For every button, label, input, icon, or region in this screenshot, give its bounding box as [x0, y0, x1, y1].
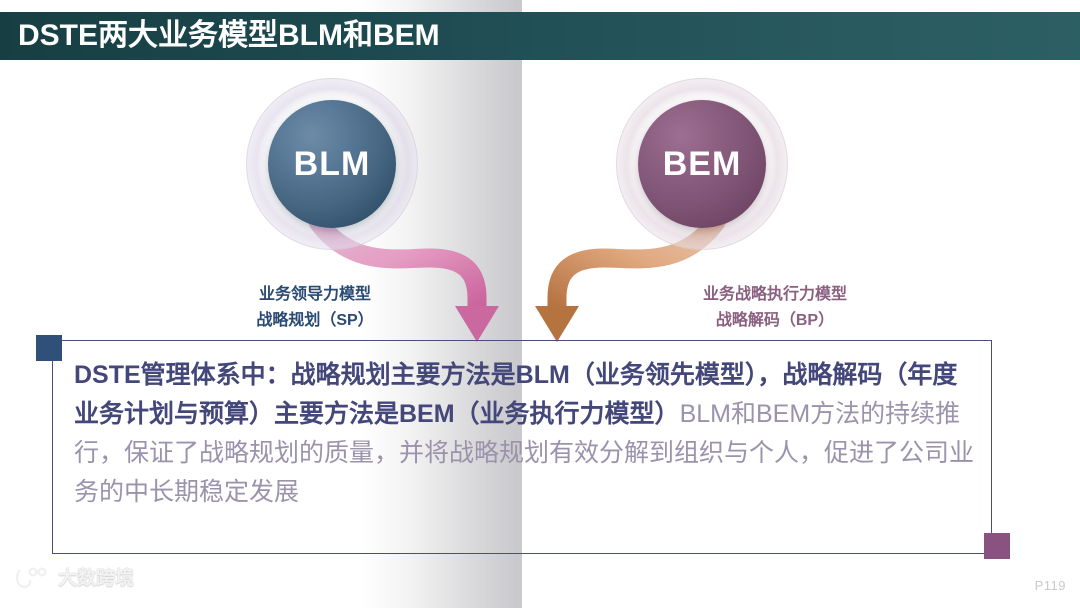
blm-label: BLM — [293, 144, 371, 183]
bem-label: BEM — [662, 144, 742, 183]
blm-caption-line-1: 业务领导力模型 — [258, 286, 371, 303]
page-title: DSTE两大业务模型BLM和BEM — [18, 19, 440, 52]
frame-corner-top-left — [36, 335, 62, 361]
bem-caption-line-1: 业务战略执行力模型 — [702, 286, 847, 303]
summary-frame — [52, 340, 992, 554]
paw-logo-icon — [14, 566, 50, 590]
frame-corner-bottom-right — [984, 533, 1010, 559]
slide-title-bar: DSTE两大业务模型BLM和BEM — [0, 12, 1080, 60]
summary-bold-text: DSTE管理体系中：战略规划主要方法是BLM（业务领先模型），战略解码（年度业务… — [74, 361, 958, 428]
page-number: P119 — [1034, 578, 1066, 593]
blm-circle[interactable]: BLM — [268, 100, 396, 228]
watermark-logo: 大数跨境 — [14, 566, 134, 590]
blm-caption: 业务领导力模型 战略规划（SP） — [160, 282, 470, 334]
bem-caption-line-2: 战略解码（BP） — [715, 312, 835, 329]
summary-paragraph: DSTE管理体系中：战略规划主要方法是BLM（业务领先模型），战略解码（年度业务… — [74, 356, 974, 512]
bem-circle[interactable]: BEM — [638, 100, 766, 228]
bem-caption: 业务战略执行力模型 战略解码（BP） — [610, 282, 940, 334]
summary-light-text: BLM和BEM方法的持续推行，保证了战略规划的质量，并将战略规划有效分解到组织与… — [74, 400, 975, 506]
watermark-text: 大数跨境 — [58, 567, 135, 589]
blm-caption-line-2: 战略规划（SP） — [256, 312, 374, 329]
